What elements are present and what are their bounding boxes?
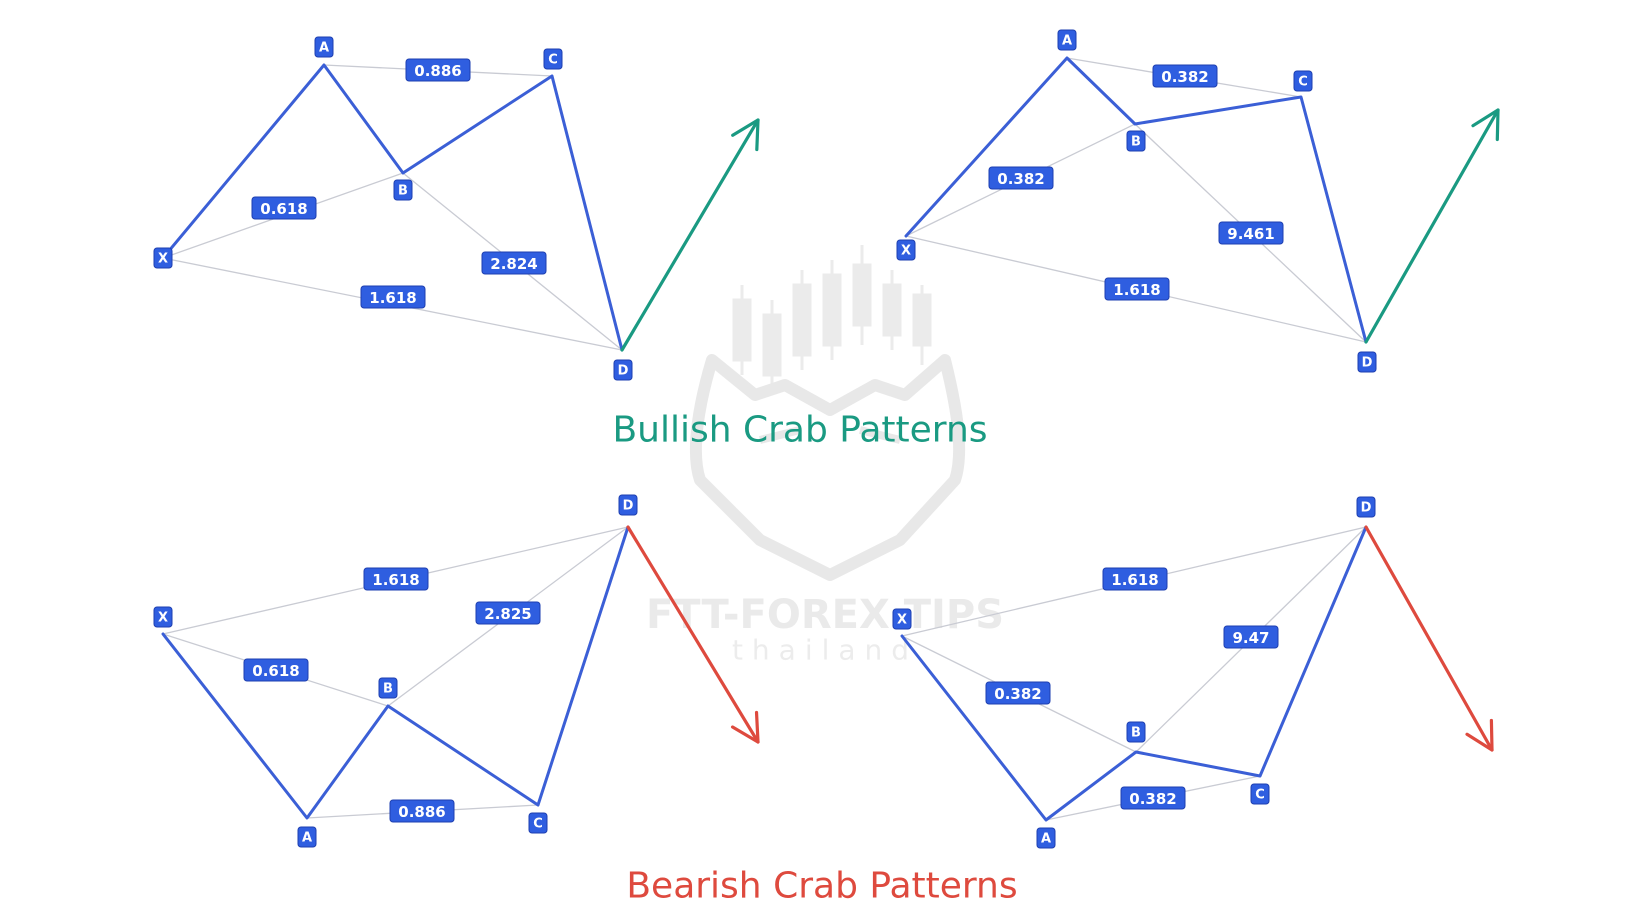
svg-text:C: C (533, 817, 543, 832)
bullish-title: Bullish Crab Patterns (612, 410, 987, 451)
svg-text:D: D (1361, 501, 1372, 516)
bullish-crab-pattern-1: 0.618 0.886 2.824 1.618 X A B C D (153, 36, 760, 381)
svg-text:X: X (897, 613, 907, 628)
svg-text:9.47: 9.47 (1232, 629, 1269, 647)
bearish-title: Bearish Crab Patterns (626, 866, 1017, 907)
point-label-b: B (1126, 721, 1146, 743)
pattern-legs (161, 63, 624, 352)
bullish-arrow-up-icon (620, 118, 760, 352)
point-label-a: A (1057, 29, 1077, 51)
svg-text:0.886: 0.886 (398, 803, 445, 821)
point-label-x: X (892, 608, 912, 630)
svg-text:X: X (158, 252, 168, 267)
pattern-legs (900, 525, 1368, 822)
pattern-legs (161, 525, 630, 820)
ratio-label-xd: 1.618 (1102, 567, 1168, 591)
svg-text:9.461: 9.461 (1227, 225, 1274, 243)
bullish-arrow-up-icon (1364, 108, 1500, 344)
svg-text:0.382: 0.382 (997, 170, 1044, 188)
point-label-b: B (393, 179, 413, 201)
point-label-a: A (297, 826, 317, 848)
pattern-legs (904, 56, 1368, 344)
ratio-label-xd: 1.618 (363, 567, 429, 591)
svg-text:X: X (158, 611, 168, 626)
ratio-label-ac: 0.382 (1120, 786, 1186, 810)
point-label-c: C (528, 812, 548, 834)
watermark: FTT-FOREX TIPS thailand (646, 245, 1004, 667)
point-label-d: D (613, 359, 633, 381)
svg-text:A: A (1062, 34, 1072, 49)
svg-text:1.618: 1.618 (369, 289, 416, 307)
svg-text:A: A (302, 831, 312, 846)
svg-text:B: B (383, 682, 393, 697)
svg-text:D: D (1362, 356, 1373, 371)
svg-text:0.382: 0.382 (1129, 790, 1176, 808)
point-label-a: A (314, 36, 334, 58)
ratio-label-xb: 0.618 (251, 196, 317, 220)
svg-text:0.382: 0.382 (1161, 68, 1208, 86)
ratio-label-xb: 0.382 (985, 681, 1051, 705)
point-label-d: D (1356, 496, 1376, 518)
svg-text:A: A (1041, 832, 1051, 847)
ratio-label-xd: 1.618 (360, 285, 426, 309)
svg-text:1.618: 1.618 (372, 571, 419, 589)
svg-text:0.618: 0.618 (252, 662, 299, 680)
svg-text:D: D (618, 364, 629, 379)
bull-candlestick-logo-icon (689, 245, 966, 581)
svg-text:1.618: 1.618 (1113, 281, 1160, 299)
ratio-label-xd: 1.618 (1104, 277, 1170, 301)
ratio-label-xb: 0.382 (988, 166, 1054, 190)
bullish-crab-pattern-2: 0.382 0.382 9.461 1.618 X A B C D (896, 29, 1500, 373)
ratio-label-bd: 9.47 (1223, 625, 1279, 649)
bearish-arrow-down-icon (1364, 525, 1494, 752)
ratio-label-ac: 0.886 (389, 799, 455, 823)
svg-text:2.825: 2.825 (484, 605, 531, 623)
point-label-c: C (543, 48, 563, 70)
svg-text:X: X (901, 244, 911, 259)
svg-text:D: D (623, 499, 634, 514)
ratio-label-ac: 0.886 (405, 58, 471, 82)
ratio-label-bd: 2.824 (481, 251, 547, 275)
svg-text:C: C (548, 53, 558, 68)
ratio-label-xb: 0.618 (243, 658, 309, 682)
point-label-c: C (1293, 70, 1313, 92)
svg-text:C: C (1298, 75, 1308, 90)
watermark-sub: thailand (732, 634, 918, 667)
point-label-c: C (1250, 783, 1270, 805)
point-label-a: A (1036, 827, 1056, 849)
ratio-label-bd: 2.825 (475, 601, 541, 625)
point-label-x: X (153, 606, 173, 628)
svg-text:0.382: 0.382 (994, 685, 1041, 703)
svg-text:B: B (1131, 726, 1141, 741)
ratio-label-bd: 9.461 (1218, 221, 1284, 245)
svg-text:2.824: 2.824 (490, 255, 537, 273)
watermark-brand: FTT-FOREX TIPS (646, 592, 1004, 638)
svg-text:A: A (319, 41, 329, 56)
svg-text:B: B (398, 184, 408, 199)
bearish-arrow-down-icon (626, 525, 760, 744)
point-label-d: D (1357, 351, 1377, 373)
point-label-x: X (896, 239, 916, 261)
point-label-b: B (1126, 130, 1146, 152)
svg-text:0.618: 0.618 (260, 200, 307, 218)
svg-text:0.886: 0.886 (414, 62, 461, 80)
ratio-label-ac: 0.382 (1152, 64, 1218, 88)
point-label-d: D (618, 494, 638, 516)
point-label-x: X (153, 247, 173, 269)
svg-text:C: C (1255, 788, 1265, 803)
svg-text:B: B (1131, 135, 1141, 150)
svg-text:1.618: 1.618 (1111, 571, 1158, 589)
point-label-b: B (378, 677, 398, 699)
